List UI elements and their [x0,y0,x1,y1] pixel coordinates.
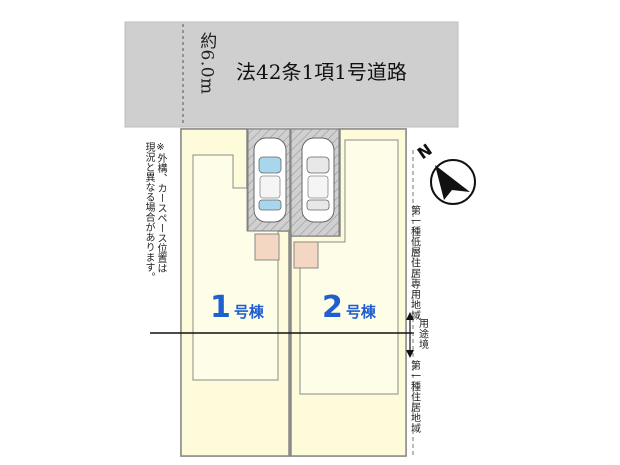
road-width-label: 約6.0m [196,32,217,95]
road [124,21,459,128]
lot-2-number: 2 [322,290,343,325]
road-name-label: 法42条1項1号道路 [236,60,407,84]
compass-icon [430,159,476,205]
lot-1-number: 1 [210,290,231,325]
zoning-lower-label: 第一種住居地域 [408,360,420,434]
lot-2-building [299,139,399,395]
zoning-boundary-label: 用途境 [416,318,428,350]
lot-1-building [192,154,279,381]
entrance-2 [293,241,319,269]
car-1 [253,137,287,223]
disclaimer-note-line-2: 現況と異なる場合があります。 [143,142,154,282]
disclaimer-note-line-1: ※外構、カースペース位置は [155,142,166,273]
zoning-upper-label: 第一種低層住居専用地域 [408,205,420,321]
lot-1-suffix: 号棟 [233,303,264,321]
car-2 [301,137,335,223]
zoning-arrow [406,312,414,358]
entrance-1 [254,233,280,261]
lot-2-suffix: 号棟 [345,303,376,321]
